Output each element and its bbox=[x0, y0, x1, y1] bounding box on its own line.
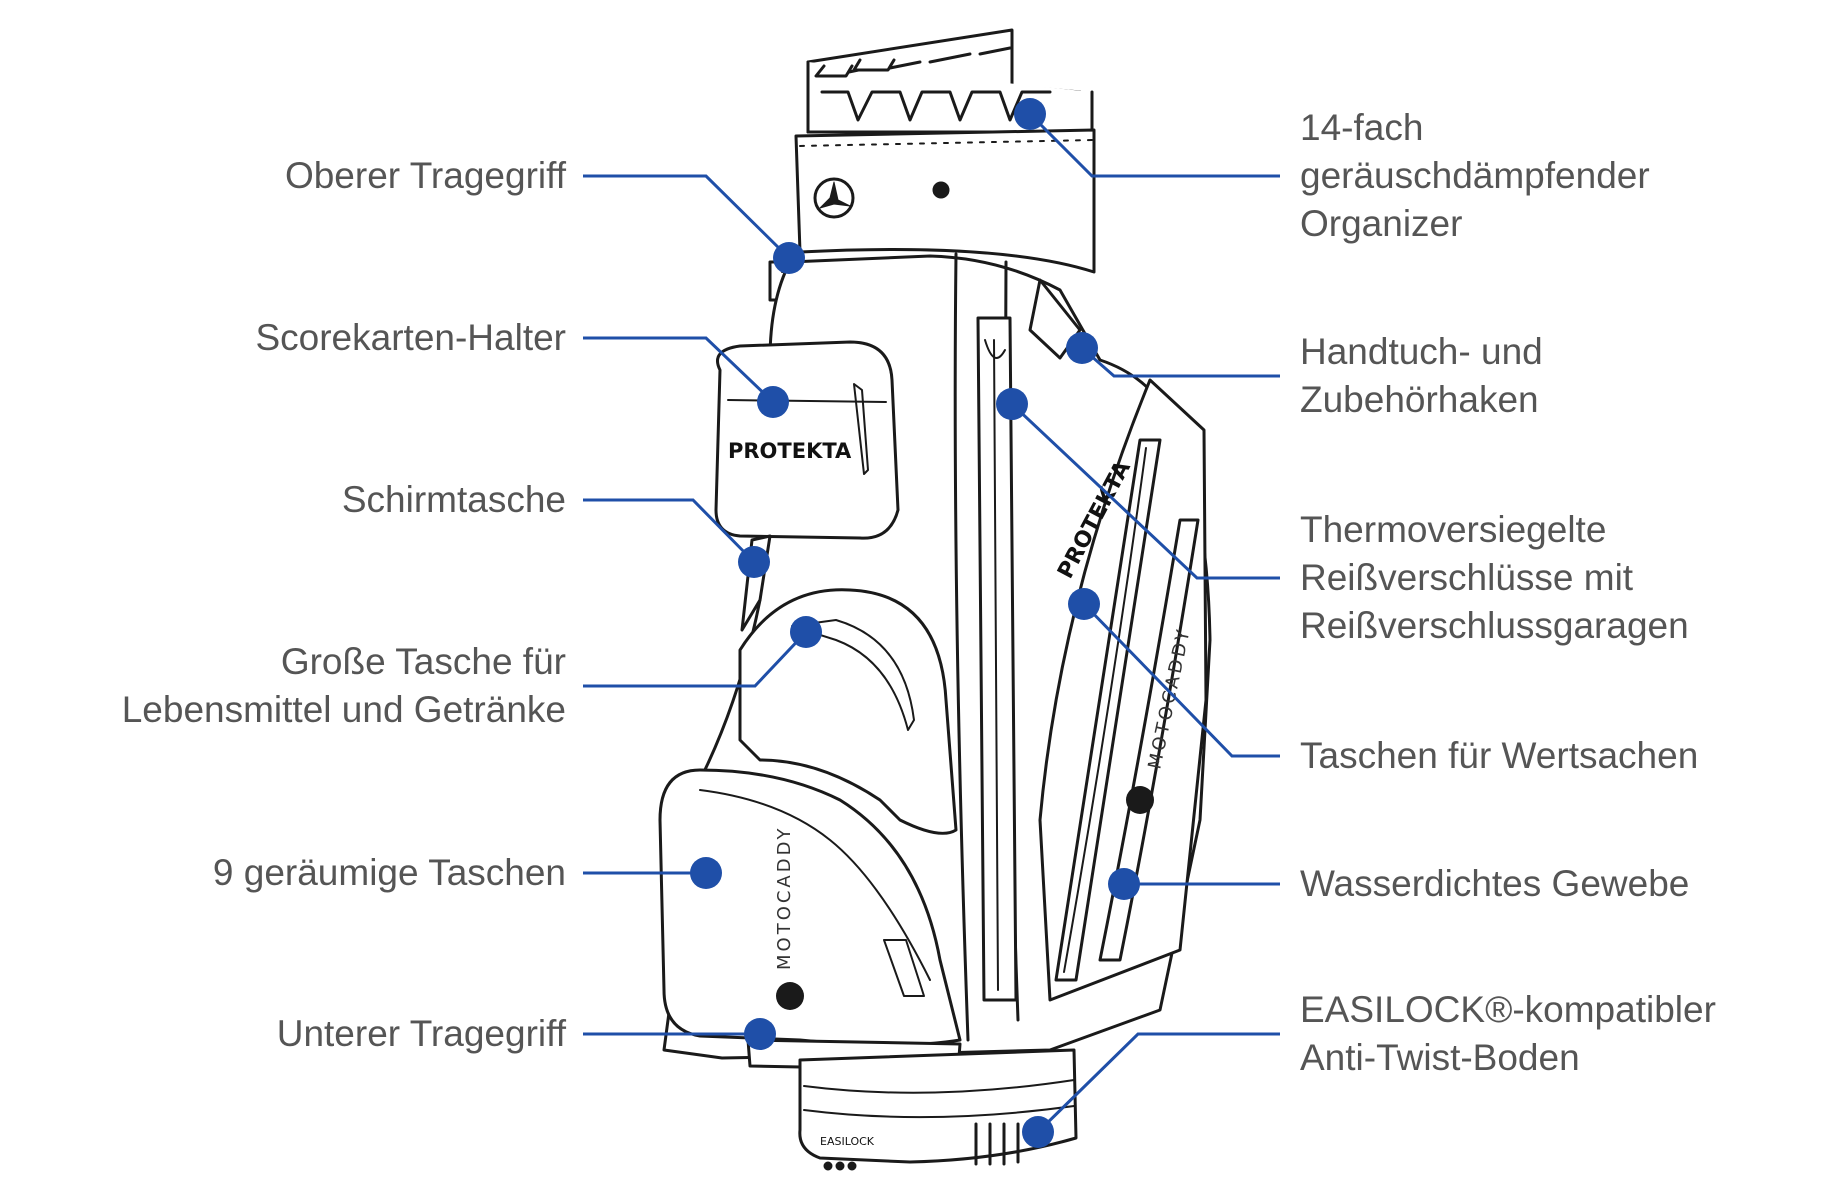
leader-scorekarten-halter bbox=[583, 336, 775, 404]
motocaddy-logo-front: MOTOCADDY bbox=[774, 826, 795, 970]
dot-handtuch bbox=[1066, 332, 1098, 364]
label-organizer: 14-fach geräuschdämpfender Organizer bbox=[1300, 107, 1650, 244]
bag-collar bbox=[794, 128, 1096, 274]
leader-reissverschluesse bbox=[1010, 402, 1280, 580]
vertical-zip-pocket bbox=[976, 316, 1018, 1002]
dot-wertsachen bbox=[1068, 588, 1100, 620]
dot-schirmtasche bbox=[738, 546, 770, 578]
towel-hook bbox=[1028, 278, 1082, 360]
label-reissverschluesse: Thermoversiegelte Reißverschlüsse mit Re… bbox=[1300, 509, 1689, 646]
label-oberer-tragegriff: Oberer Tragegriff bbox=[284, 155, 566, 196]
drinks-pocket bbox=[738, 588, 958, 835]
easilock-logo: EASILOCK bbox=[820, 1135, 875, 1148]
leader-boden bbox=[1036, 1032, 1280, 1134]
leader-wertsachen bbox=[1082, 602, 1280, 758]
dot-9-taschen bbox=[690, 857, 722, 889]
label-9-taschen: 9 geräumige Taschen bbox=[212, 852, 566, 893]
organizer-top bbox=[806, 28, 1094, 134]
callout-leaders bbox=[583, 112, 1280, 1134]
label-schirmtasche: Schirmtasche bbox=[341, 479, 566, 520]
protekta-logo-front: PROTEKTA bbox=[728, 439, 852, 463]
dot-boden bbox=[1022, 1116, 1054, 1148]
leader-grosse-tasche bbox=[583, 630, 808, 688]
leader-schirmtasche bbox=[583, 498, 756, 564]
label-unterer-tragegriff: Unterer Tragegriff bbox=[276, 1013, 566, 1054]
dot-reissverschluesse bbox=[996, 388, 1028, 420]
dot-gewebe bbox=[1108, 868, 1140, 900]
label-boden: EASILOCK®-kompatibler Anti-Twist-Boden bbox=[1300, 989, 1716, 1078]
label-handtuch: Handtuch- und Zubehörhaken bbox=[1300, 331, 1543, 420]
label-gewebe: Wasserdichtes Gewebe bbox=[1300, 863, 1690, 904]
label-grosse-tasche: Große Tasche für Lebensmittel und Geträn… bbox=[121, 641, 566, 730]
dot-oberer-tragegriff bbox=[773, 242, 805, 274]
dot-unterer-tragegriff bbox=[744, 1018, 776, 1050]
leader-oberer-tragegriff bbox=[583, 174, 791, 260]
golf-bag-illustration: PROTEKTA MOTOCADDY PROTEKTA MOTOCADDY EA… bbox=[658, 28, 1212, 1171]
callout-dots bbox=[690, 98, 1140, 1148]
label-scorekarten-halter: Scorekarten-Halter bbox=[255, 317, 566, 358]
dot-grosse-tasche bbox=[790, 616, 822, 648]
leader-organizer bbox=[1028, 112, 1280, 178]
anti-twist-base bbox=[798, 1048, 1078, 1164]
front-pocket bbox=[658, 768, 962, 1047]
dot-organizer bbox=[1014, 98, 1046, 130]
dot-scorekarten-halter bbox=[757, 386, 789, 418]
label-wertsachen: Taschen für Wertsachen bbox=[1300, 735, 1699, 776]
